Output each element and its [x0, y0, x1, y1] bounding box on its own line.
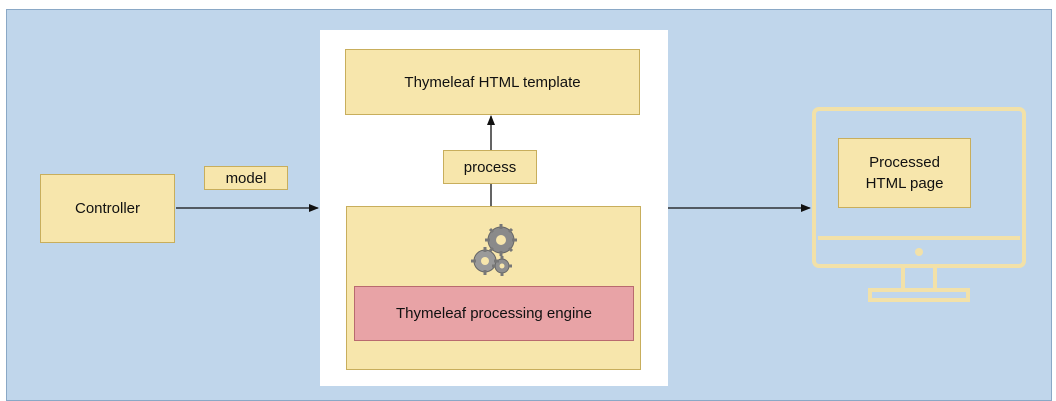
process-label: process	[463, 158, 517, 176]
processing-engine-box: Thymeleaf processing engine	[354, 286, 634, 341]
model-label: model	[225, 169, 267, 187]
processed-page-label: Processed HTML page	[865, 154, 944, 192]
template-label: Thymeleaf HTML template	[404, 73, 581, 91]
monitor-icon	[812, 107, 1026, 302]
process-box: process	[443, 150, 537, 184]
processed-page-box: Processed HTML page	[838, 138, 971, 208]
model-box: model	[204, 166, 288, 190]
controller-box: Controller	[40, 174, 175, 243]
processing-engine-label: Thymeleaf processing engine	[396, 305, 592, 322]
gears-icon	[471, 224, 517, 276]
controller-label: Controller	[74, 200, 141, 217]
template-box: Thymeleaf HTML template	[345, 49, 640, 115]
